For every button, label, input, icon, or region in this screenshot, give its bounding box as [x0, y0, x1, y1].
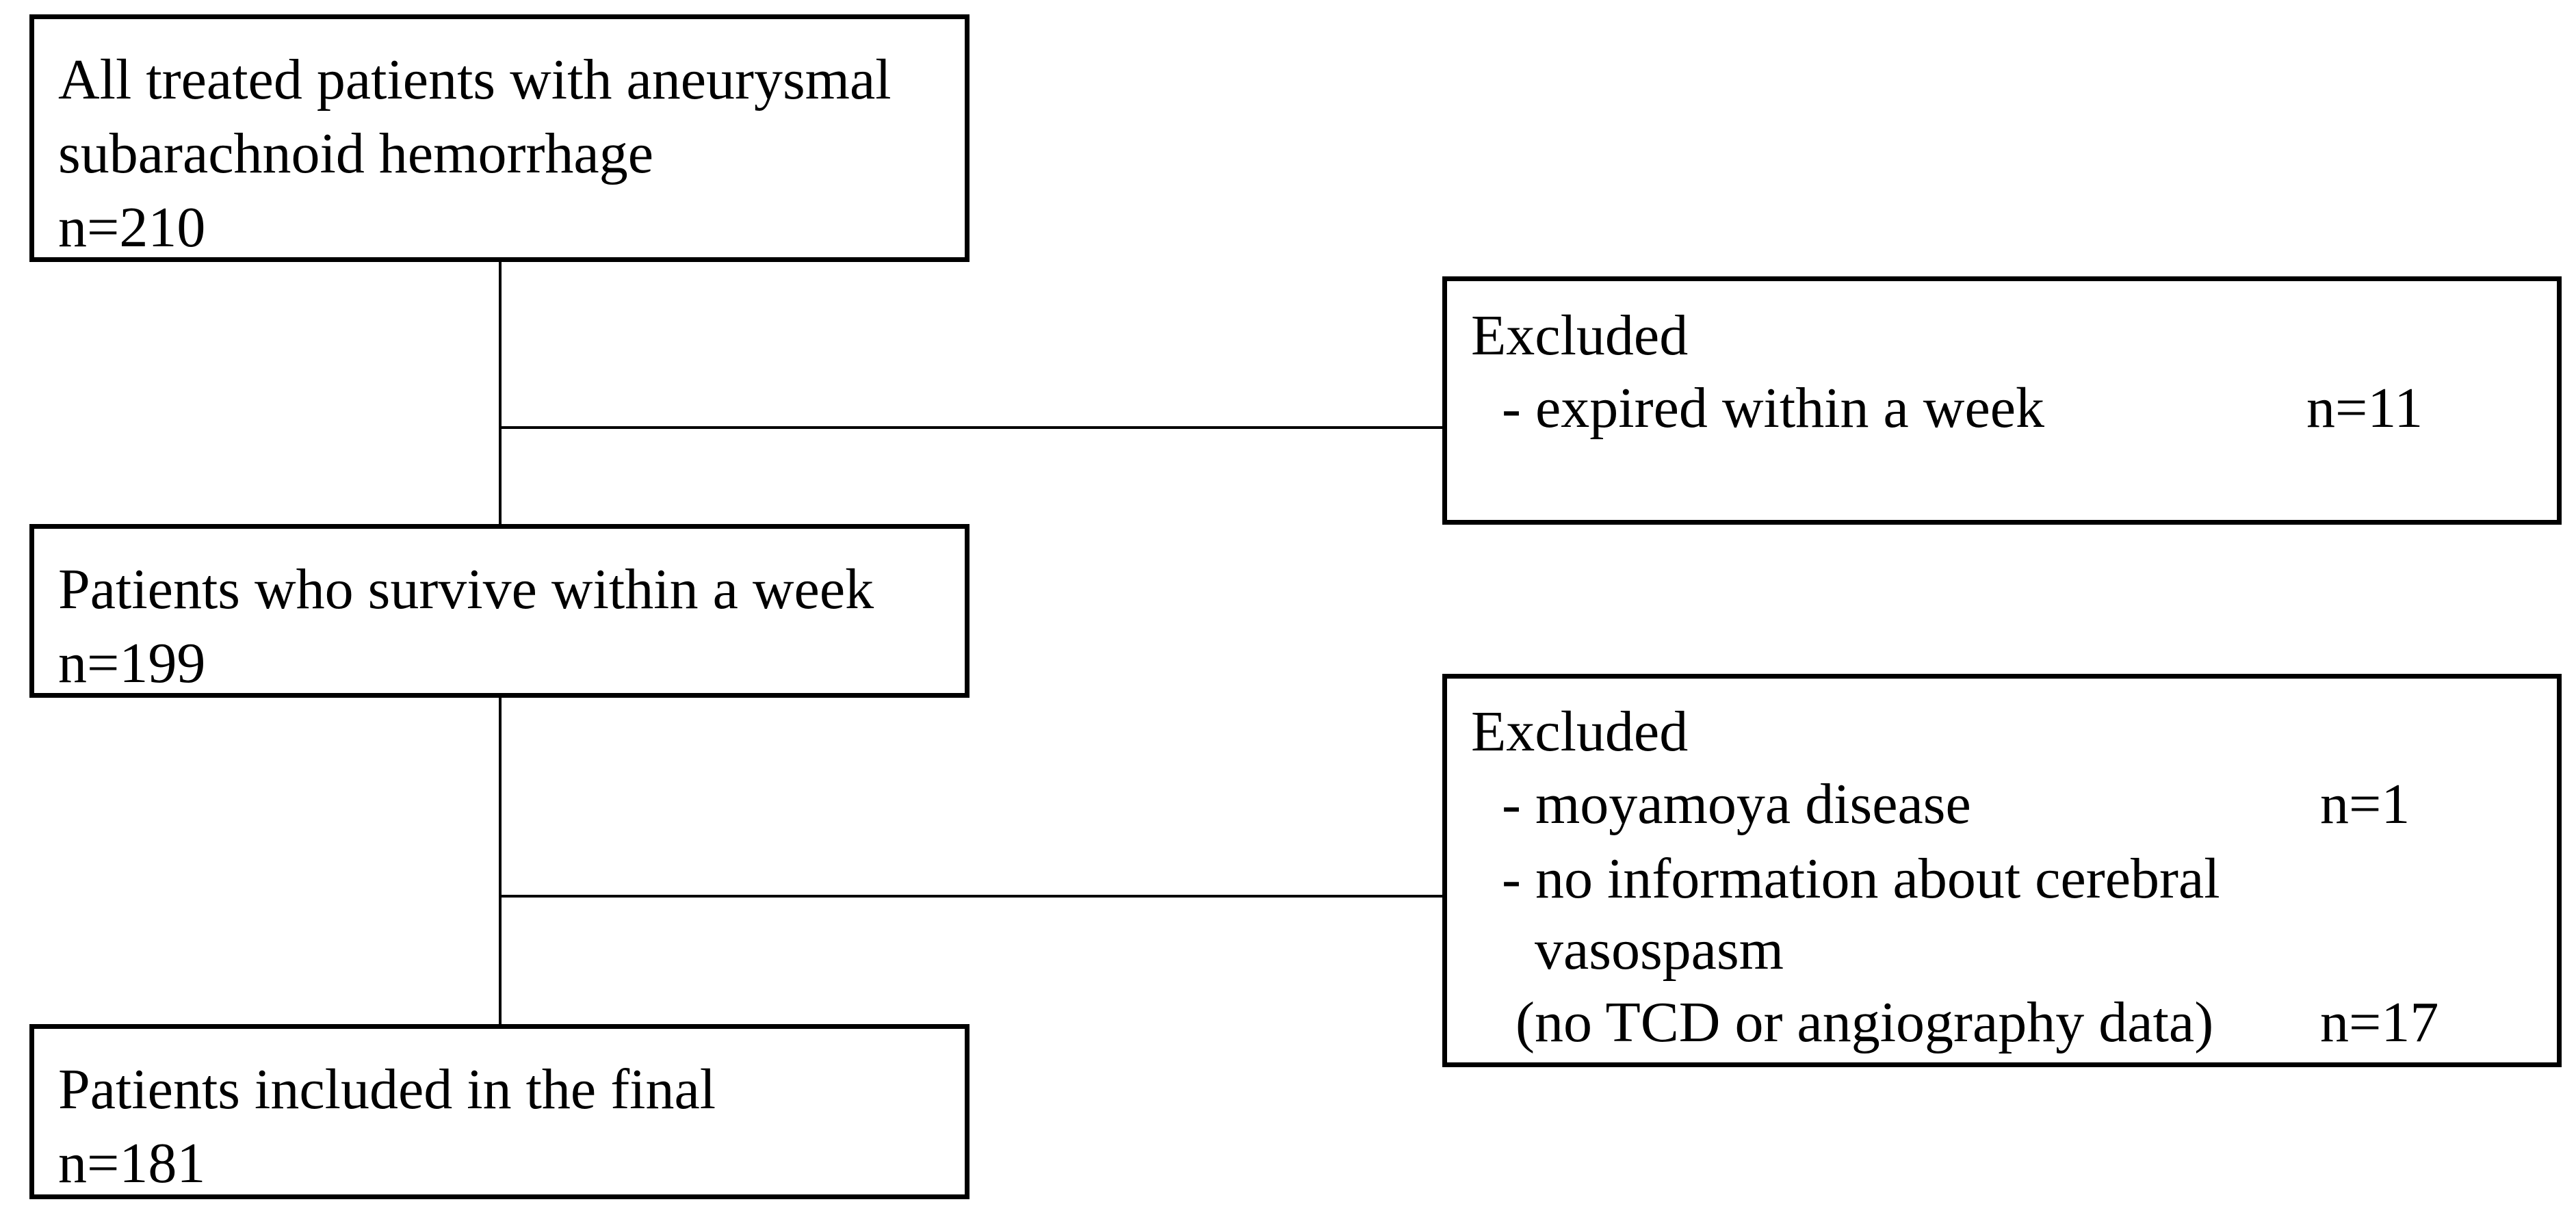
- exclusion-2-title: Excluded: [1471, 700, 1689, 763]
- final-label: Patients included in the final: [58, 1058, 716, 1121]
- all-treated-label-line1: All treated patients with aneurysmal: [58, 48, 892, 112]
- exclusion-box-2: Excluded - moyamoya disease n=1 - no inf…: [1442, 674, 2562, 1067]
- exclusion-2-count-moyamoya: n=1: [2320, 772, 2410, 836]
- survived-count: n=199: [58, 631, 206, 695]
- all-treated-label-line2: subarachnoid hemorrhage: [58, 122, 653, 185]
- all-treated-count: n=210: [58, 196, 206, 259]
- exclusion-1-reason: - expired within a week: [1502, 376, 2045, 440]
- exclusion-2-count-no-info: n=17: [2320, 991, 2439, 1054]
- exclusion-box-1: Excluded - expired within a week n=11: [1442, 276, 2562, 525]
- exclusion-2-reason-no-info-line1: - no information about cerebral: [1502, 847, 2220, 911]
- exclusion-2-reason-no-info-line3: (no TCD or angiography data): [1515, 991, 2214, 1054]
- exclusion-1-title: Excluded: [1471, 304, 1689, 367]
- survived-label: Patients who survive within a week: [58, 558, 874, 621]
- exclusion-2-reason-no-info-line2: vasospasm: [1535, 918, 1784, 982]
- survived-patients-box: Patients who survive within a week n=199: [29, 524, 970, 698]
- final-count: n=181: [58, 1131, 206, 1195]
- final-patients-box: Patients included in the final n=181: [29, 1024, 970, 1199]
- exclusion-1-count: n=11: [2306, 376, 2423, 440]
- all-treated-patients-box: All treated patients with aneurysmal sub…: [29, 14, 970, 262]
- exclusion-2-reason-moyamoya: - moyamoya disease: [1502, 772, 1971, 836]
